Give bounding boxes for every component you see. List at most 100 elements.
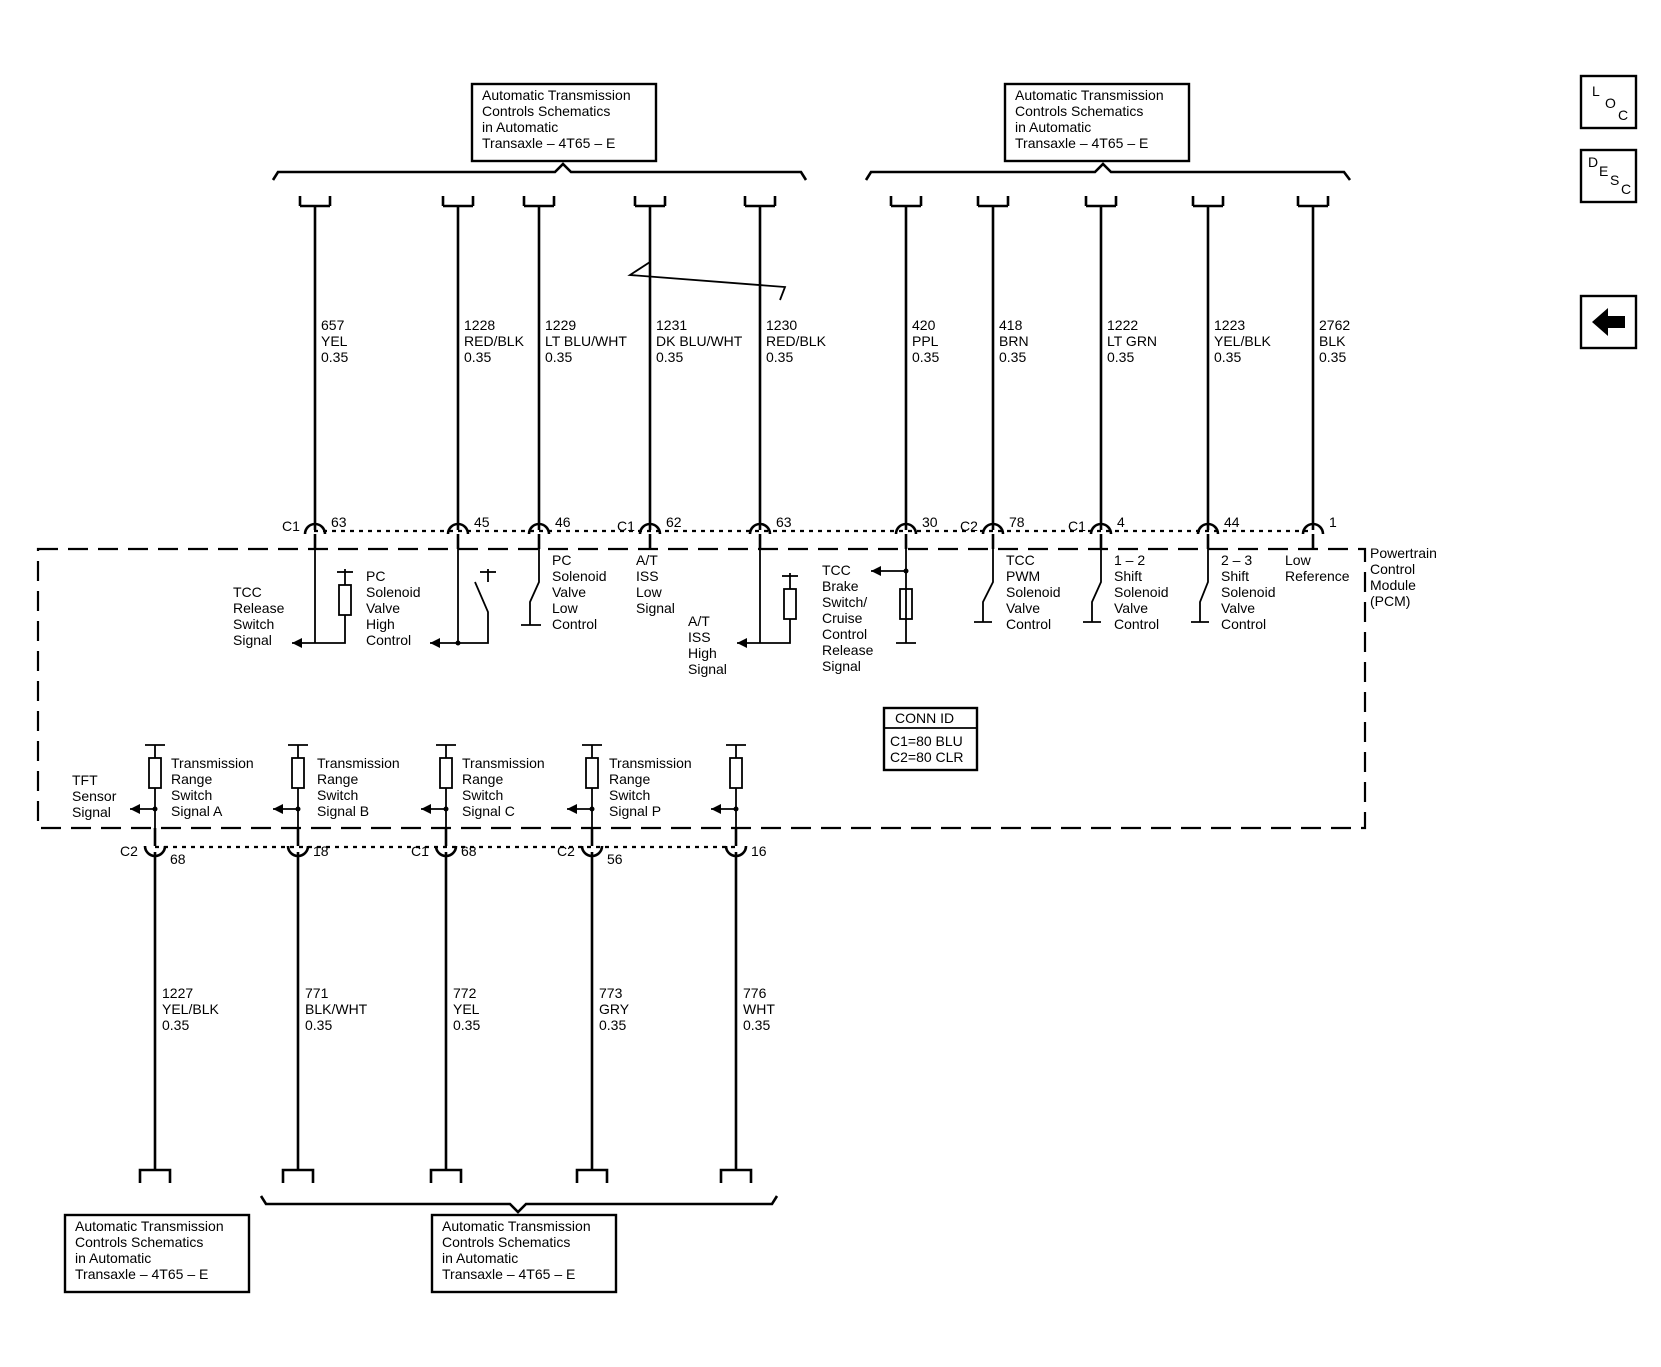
pc-solenoid-high-circuit bbox=[430, 549, 496, 648]
connector-pin bbox=[748, 522, 772, 535]
junction-dot bbox=[152, 806, 158, 812]
connector-id: C1 bbox=[411, 843, 429, 859]
connector-terminal bbox=[633, 196, 667, 208]
junction-dot bbox=[295, 806, 301, 812]
connector-pin bbox=[1196, 522, 1220, 535]
pin-number: 1 bbox=[1329, 514, 1337, 530]
shift-23-switch bbox=[1191, 549, 1209, 623]
conn-id-title: CONN ID bbox=[895, 710, 954, 726]
arrow-left-icon bbox=[711, 804, 721, 814]
connector-terminal bbox=[1084, 196, 1118, 208]
pin-number: 30 bbox=[922, 514, 938, 530]
connector-pin bbox=[446, 522, 470, 535]
connector-terminal bbox=[429, 1168, 463, 1183]
desc-letter-4: C bbox=[1621, 181, 1631, 197]
twisted-pair-indicator bbox=[627, 261, 787, 301]
tcc-pwm-switch bbox=[974, 549, 994, 623]
loc-letter-3: C bbox=[1618, 107, 1628, 123]
connector-id: C1 bbox=[617, 518, 635, 534]
arrow-left-icon bbox=[421, 804, 431, 814]
resistor-icon bbox=[291, 757, 305, 789]
desc-letter-3: S bbox=[1610, 172, 1619, 188]
arrow-left-icon bbox=[871, 566, 881, 576]
connector-terminal bbox=[441, 196, 475, 208]
connector-terminal bbox=[138, 1168, 172, 1183]
resistor-icon bbox=[439, 757, 453, 789]
connector-pin bbox=[638, 522, 662, 535]
back-button[interactable] bbox=[1579, 294, 1638, 350]
top-right-brace bbox=[864, 162, 1352, 181]
loc-button[interactable]: L O C bbox=[1579, 74, 1638, 130]
loc-letter-2: O bbox=[1605, 95, 1616, 111]
pin-number: 16 bbox=[751, 843, 767, 859]
connector-terminal bbox=[1191, 196, 1225, 208]
junction-dot bbox=[589, 806, 595, 812]
desc-letter-2: E bbox=[1599, 163, 1608, 179]
connector-terminal bbox=[575, 1168, 609, 1183]
pin-number: 68 bbox=[170, 851, 186, 867]
pin-number: 46 bbox=[555, 514, 571, 530]
resistor-icon bbox=[729, 757, 743, 789]
connector-pin bbox=[1089, 522, 1113, 535]
connector-pin bbox=[303, 522, 327, 535]
arrow-left-icon bbox=[737, 638, 747, 648]
connector-terminal bbox=[743, 196, 777, 208]
connector-terminal bbox=[889, 196, 923, 208]
connector-pin bbox=[1301, 522, 1325, 535]
pin-number: 63 bbox=[776, 514, 792, 530]
connector-id: C2 bbox=[557, 843, 575, 859]
pin-number: 45 bbox=[474, 514, 490, 530]
pin-number: 44 bbox=[1224, 514, 1240, 530]
connector-terminal bbox=[298, 196, 332, 208]
pin-number: 18 bbox=[313, 843, 329, 859]
arrow-left-icon bbox=[273, 804, 283, 814]
desc-button[interactable]: D E S C bbox=[1579, 148, 1638, 204]
connector-id: C1 bbox=[1068, 518, 1086, 534]
pin-number: 62 bbox=[666, 514, 682, 530]
pc-solenoid-low-circuit bbox=[521, 549, 541, 626]
pin-number: 68 bbox=[461, 843, 477, 859]
